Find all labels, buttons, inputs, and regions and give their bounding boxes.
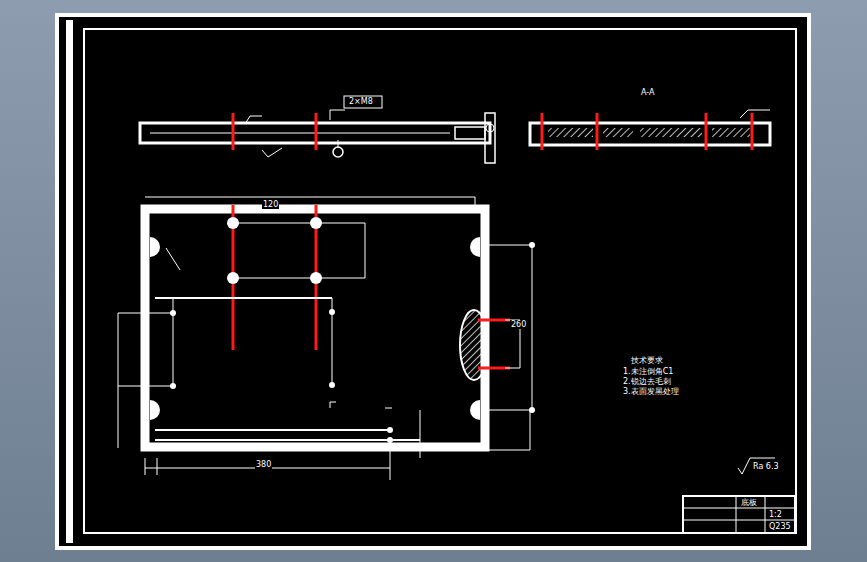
note-text: 1.未注倒角C1	[622, 367, 674, 376]
dimension: 260	[510, 320, 527, 329]
dimension: 380	[255, 460, 272, 469]
view-name: A-A	[640, 88, 655, 97]
note-text: 2.锐边去毛刺	[622, 377, 672, 386]
thread-callout: 2×M8	[348, 97, 374, 106]
dimension: 120	[262, 200, 279, 209]
scale: 1:2	[768, 510, 783, 519]
material: Q235	[768, 522, 792, 531]
note-heading: 技术要求	[630, 356, 664, 365]
part-name: 底板	[740, 498, 758, 507]
note-text: 3.表面发黑处理	[622, 387, 680, 396]
roughness-value: Ra 6.3	[752, 462, 780, 471]
